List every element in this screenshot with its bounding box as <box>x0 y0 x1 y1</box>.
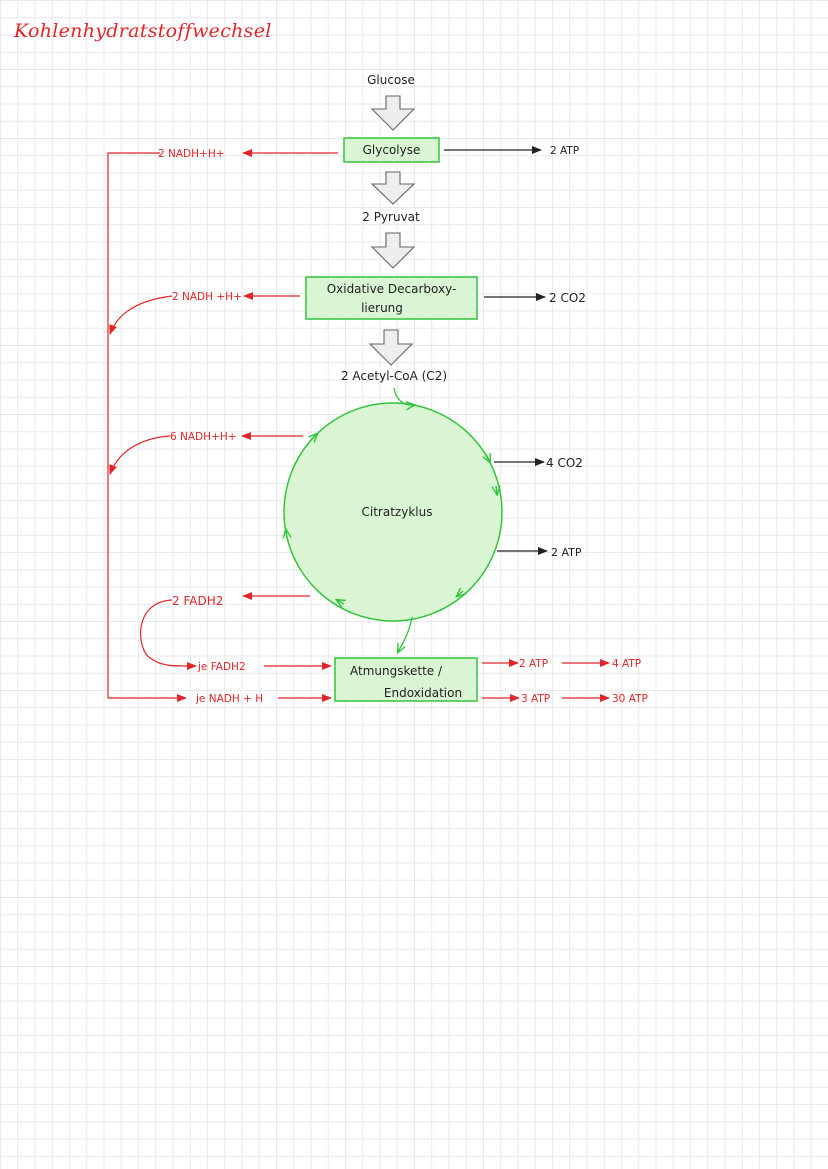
flow-arrow-glucose-glycolyse <box>370 95 416 131</box>
atmungskette-label-line2: Endoxidation <box>384 686 462 700</box>
glycolyse-atp-label: 2 ATP <box>550 145 579 157</box>
citrat-nadh-merge-arrow <box>109 435 171 475</box>
citrat-atp-label: 2 ATP <box>551 546 582 559</box>
total-nadh-atp-label: 30 ATP <box>612 693 648 705</box>
page-title: Kohlenhydratstoffwechsel <box>14 20 272 42</box>
acetyl-entry-arrow <box>393 387 414 405</box>
atmungskette-box <box>334 657 478 702</box>
citratzyklus-label: Citratzyklus <box>362 505 433 519</box>
cycle-to-atmung-arrow <box>398 616 413 652</box>
cycle-direction-arrow <box>286 530 287 538</box>
citratzyklus-circle <box>283 402 503 622</box>
flow-arrow-glycolyse-pyruvat <box>370 171 416 205</box>
flow-arrow-pyruvat-decarb <box>370 232 416 269</box>
acetyl-coa-label: 2 Acetyl-CoA (C2) <box>341 369 447 383</box>
nadh-collector-line <box>107 152 187 702</box>
decarboxylierung-label-line2: lierung <box>361 301 403 315</box>
total-fadh-atp-label: 4 ATP <box>612 658 641 670</box>
atmung-fadh-atp-label: 2 ATP <box>519 658 548 670</box>
je-nadh-label: je NADH + H <box>195 693 263 705</box>
cycle-direction-arrow <box>486 454 490 462</box>
cycle-direction-arrow <box>337 600 344 604</box>
glycolyse-nadh-label: 2 NADH+H+ <box>158 148 225 160</box>
glycolyse-label: Glycolyse <box>363 143 421 157</box>
citrat-co2-label: 4 CO2 <box>546 456 583 470</box>
cycle-direction-arrow <box>310 434 317 441</box>
decarb-co2-label: 2 CO2 <box>549 291 586 305</box>
pyruvat-label: 2 Pyruvat <box>362 210 420 224</box>
cycle-direction-arrow <box>457 591 463 596</box>
glycolyse-box <box>343 137 440 163</box>
je-fadh-label: je FADH2 <box>197 661 246 673</box>
citrat-nadh-label: 6 NADH+H+ <box>170 431 237 443</box>
decarboxylierung-label-line1: Oxidative Decarboxy- <box>327 282 457 296</box>
citrat-fadh-label: 2 FADH2 <box>172 594 223 608</box>
fadh-loop-arrow <box>140 599 197 671</box>
cycle-direction-arrow <box>496 486 497 494</box>
glucose-label: Glucose <box>367 73 415 87</box>
atmung-nadh-atp-label: 3 ATP <box>521 693 550 705</box>
decarboxylierung-box <box>305 276 478 320</box>
decarb-nadh-label: 2 NADH +H+ <box>172 291 242 303</box>
flow-arrow-decarb-acetyl <box>368 329 414 366</box>
atmungskette-label-line1: Atmungskette / <box>350 664 443 678</box>
decarb-nadh-merge-arrow <box>109 295 173 335</box>
